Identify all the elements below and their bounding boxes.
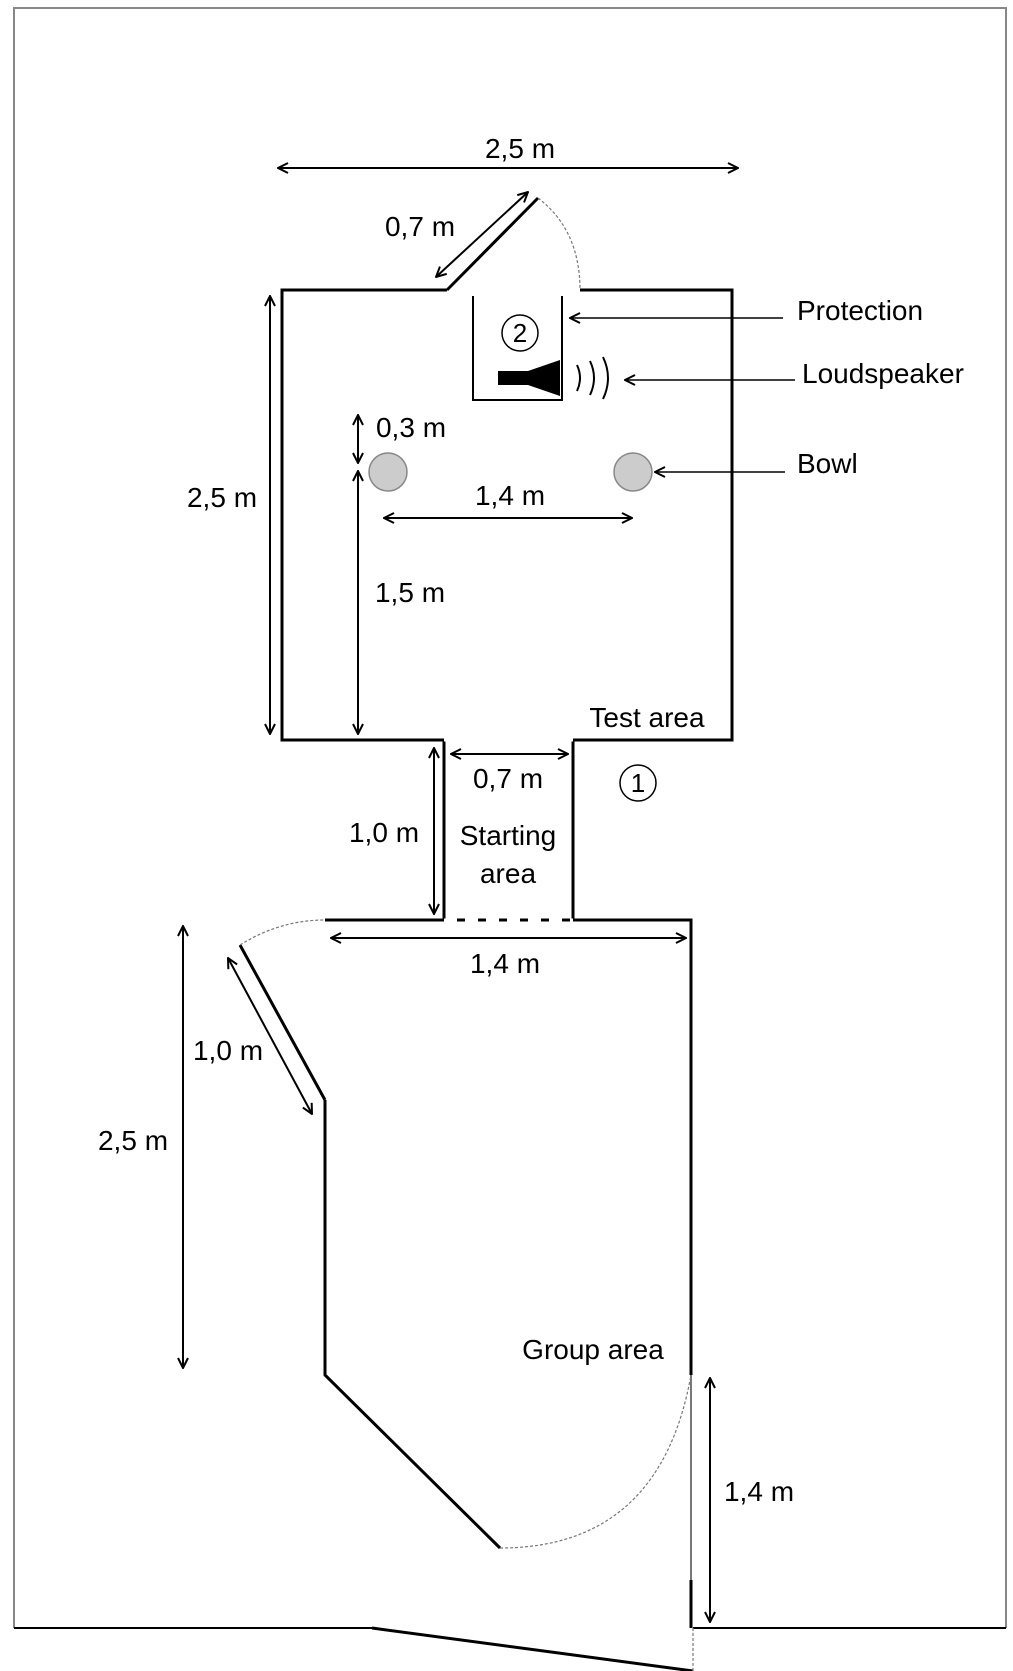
dim-start-height-label: 1,0 m	[349, 817, 419, 848]
loudspeaker-label: Loudspeaker	[802, 358, 964, 389]
dim-group-height-label: 2,5 m	[98, 1125, 168, 1156]
dim-bowl-distance-label: 1,5 m	[375, 577, 445, 608]
bowl-label: Bowl	[797, 448, 858, 479]
dim-group-exit-label: 1,4 m	[724, 1476, 794, 1507]
bowl-right	[613, 452, 653, 492]
marker-one-circle	[619, 764, 657, 802]
protection-label: Protection	[797, 295, 923, 326]
dim-bowl-offset-label: 0,3 m	[376, 412, 446, 443]
marker-two-circle	[501, 314, 539, 352]
bowl-left	[368, 452, 408, 492]
test-door-swing	[537, 197, 581, 291]
starting-area-label-line2: area	[480, 858, 536, 889]
outer-frame	[13, 7, 1007, 1628]
test-door-leaf	[445, 196, 540, 292]
group-area-walls	[325, 918, 693, 1628]
test-area-walls	[280, 288, 734, 742]
dim-door-width-label: 0,7 m	[385, 211, 455, 242]
protection-box	[472, 296, 563, 401]
dim-group-door-label: 1,0 m	[193, 1035, 263, 1066]
group-door-leaf	[238, 944, 327, 1101]
marker-one: 1	[631, 768, 645, 798]
dim-door-width-arrow	[436, 192, 528, 277]
outer-door-leaf	[371, 1626, 694, 1671]
dim-bowl-spacing-label: 1,4 m	[475, 480, 545, 511]
dim-group-door-arrow	[228, 958, 312, 1114]
loudspeaker-icon	[498, 356, 609, 400]
dim-start-width-label: 0,7 m	[473, 763, 543, 794]
group-door-swing	[239, 919, 326, 946]
marker-two: 2	[513, 318, 527, 348]
group-area-label: Group area	[522, 1334, 664, 1365]
group-exit-swing	[499, 1374, 692, 1549]
starting-area-label-line1: Starting	[460, 820, 557, 851]
group-area-left-wall	[323, 1100, 502, 1550]
dim-group-top-width-label: 1,4 m	[470, 948, 540, 979]
test-area-label: Test area	[589, 702, 705, 733]
dim-test-height-label: 2,5 m	[187, 482, 257, 513]
dim-top-width-label: 2,5 m	[485, 133, 555, 164]
